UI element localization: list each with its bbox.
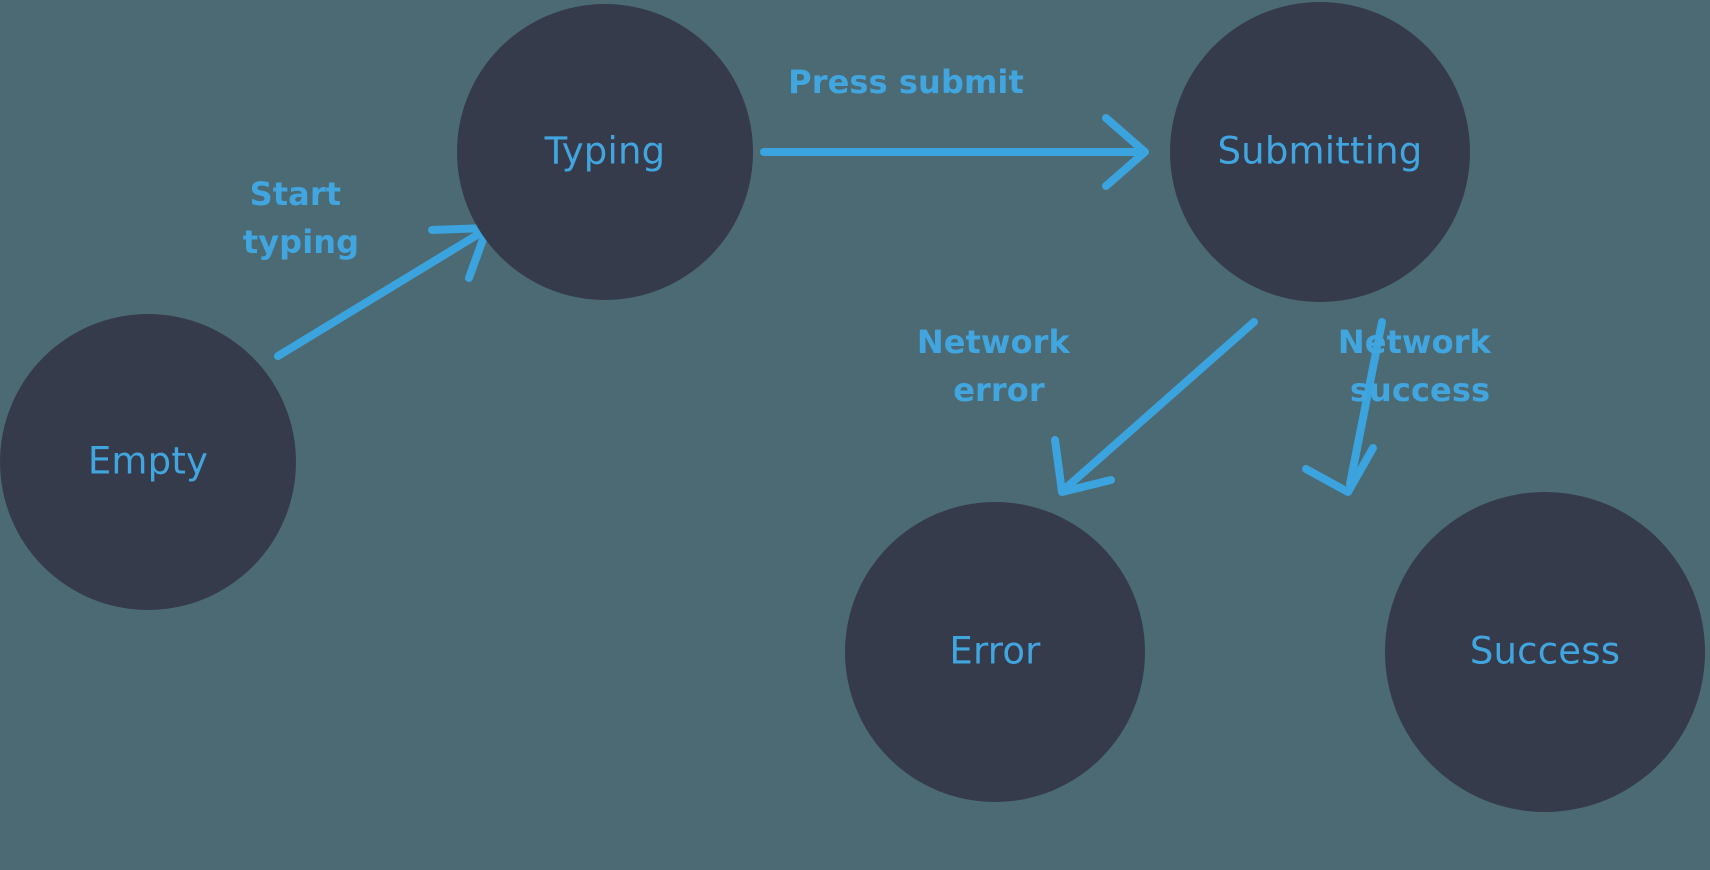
node-circle-success[interactable] bbox=[1385, 492, 1705, 812]
node-label-error: Error bbox=[949, 630, 1041, 673]
node-error[interactable]: Error bbox=[845, 502, 1145, 802]
edge-line-submitting-to-success bbox=[1346, 318, 1386, 488]
node-label-success: Success bbox=[1470, 630, 1620, 673]
node-circle-typing[interactable] bbox=[457, 4, 753, 300]
edge-line-submitting-to-error bbox=[1063, 318, 1258, 491]
edge-label-submitting-to-success: Network success bbox=[1338, 323, 1502, 409]
node-circle-error[interactable] bbox=[845, 502, 1145, 802]
node-typing[interactable]: Typing bbox=[457, 4, 753, 300]
node-label-typing: Typing bbox=[544, 130, 666, 173]
edge-line-empty-to-typing bbox=[274, 228, 486, 360]
edge-submitting-to-success bbox=[1302, 318, 1386, 496]
arrowhead-submitting-to-error bbox=[1051, 436, 1115, 496]
node-label-empty: Empty bbox=[88, 440, 208, 483]
node-circle-submitting[interactable] bbox=[1170, 2, 1470, 302]
node-circle-empty[interactable] bbox=[0, 314, 296, 610]
node-empty[interactable]: Empty bbox=[0, 314, 296, 610]
edge-label-line: Network bbox=[917, 323, 1071, 361]
edge-label-typing-to-submitting: Press submit bbox=[788, 63, 1024, 101]
edge-label-line: Press submit bbox=[788, 63, 1024, 101]
edge-label-line: Network bbox=[1338, 323, 1492, 361]
edge-label-line: Start bbox=[250, 175, 342, 213]
node-submitting[interactable]: Submitting bbox=[1170, 2, 1470, 302]
node-label-submitting: Submitting bbox=[1218, 130, 1423, 173]
edge-label-line: error bbox=[953, 371, 1045, 409]
edge-label-submitting-to-error: Network error bbox=[917, 323, 1081, 409]
edge-submitting-to-error bbox=[1051, 318, 1258, 496]
edge-label-empty-to-typing: Start typing bbox=[243, 175, 359, 261]
arrowhead-submitting-to-success bbox=[1302, 444, 1377, 496]
edge-typing-to-submitting bbox=[760, 114, 1149, 190]
edge-label-line: success bbox=[1350, 371, 1490, 409]
arrowhead-typing-to-submitting bbox=[1102, 114, 1149, 190]
node-success[interactable]: Success bbox=[1385, 492, 1705, 812]
edge-label-line: typing bbox=[243, 223, 359, 261]
